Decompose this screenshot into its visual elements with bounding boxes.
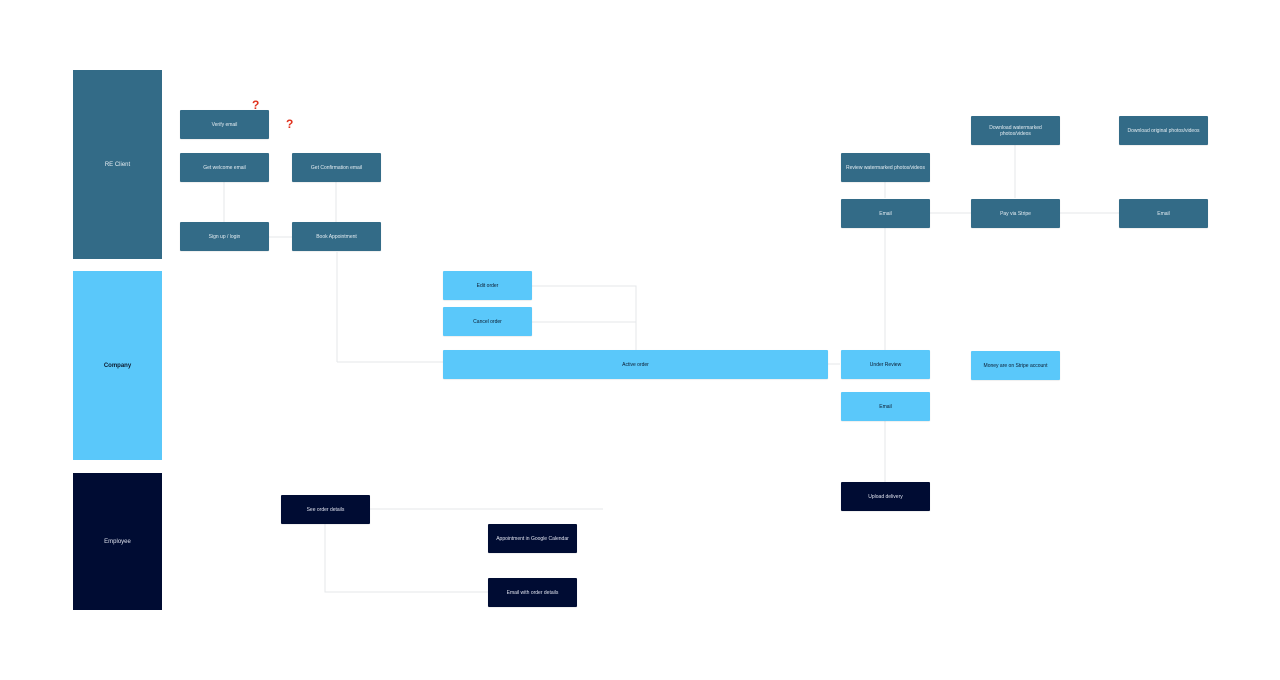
book-appointment-node[interactable]: Book Appointment (292, 222, 381, 251)
review-watermarked-node[interactable]: Review watermarked photos/videos (841, 153, 930, 182)
connector-edit-active (532, 285, 637, 350)
signup-login-node[interactable]: Sign up / login (180, 222, 269, 251)
email-order-details-node[interactable]: Email with order details (488, 578, 577, 607)
email-payment-node[interactable]: Email (1119, 199, 1208, 228)
confirmation-email-node[interactable]: Get Confirmation email (292, 153, 381, 182)
lane-employee: Employee (73, 473, 162, 610)
question-mark-verify: ? (252, 98, 260, 112)
money-stripe-node[interactable]: Money are on Stripe account (971, 351, 1060, 380)
edit-order-node[interactable]: Edit order (443, 271, 532, 300)
download-watermarked-node[interactable]: Download watermarked photos/videos (971, 116, 1060, 145)
company-email-node[interactable]: Email (841, 392, 930, 421)
active-order-node[interactable]: Active order (443, 350, 828, 379)
welcome-email-node[interactable]: Get welcome email (180, 153, 269, 182)
lane-re-client: RE Client (73, 70, 162, 259)
lane-company: Company (73, 271, 162, 460)
email-review-node[interactable]: Email (841, 199, 930, 228)
upload-delivery-node[interactable]: Upload delivery (841, 482, 930, 511)
verify-email-node[interactable]: Verify email (180, 110, 269, 139)
download-original-node[interactable]: Download original photos/videos (1119, 116, 1208, 145)
appointment-calendar-node[interactable]: Appointment in Google Calendar (488, 524, 577, 553)
see-order-details-node[interactable]: See order details (281, 495, 370, 524)
cancel-order-node[interactable]: Cancel order (443, 307, 532, 336)
question-mark-confirmation: ? (286, 117, 294, 131)
connector-details-email (324, 524, 488, 593)
pay-stripe-node[interactable]: Pay via Stripe (971, 199, 1060, 228)
under-review-node[interactable]: Under Review (841, 350, 930, 379)
